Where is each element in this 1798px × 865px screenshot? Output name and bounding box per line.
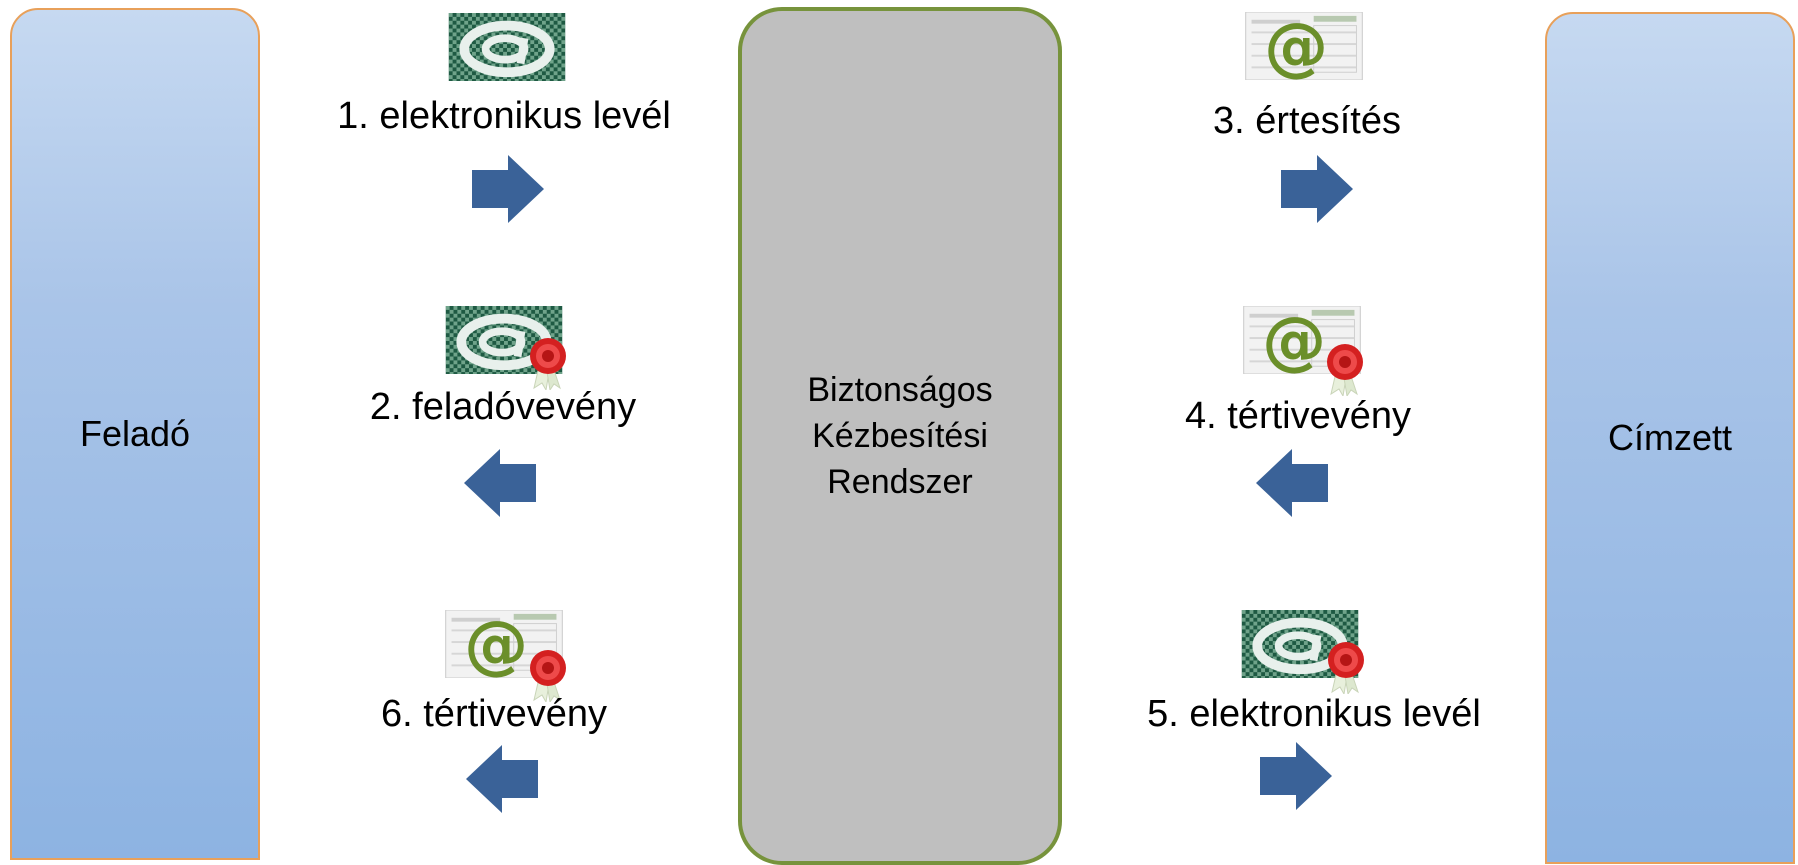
arrow-left-icon <box>464 449 536 517</box>
step-5-label: 5. elektronikus levél <box>1147 693 1481 735</box>
recipient-label: Címzett <box>1607 417 1732 458</box>
seal-ribbon-icon <box>1326 640 1366 694</box>
step-1-label: 1. elektronikus levél <box>337 95 671 137</box>
step-6-label: 6. tértivevény <box>381 693 607 735</box>
arrow-right-icon <box>1260 734 1332 818</box>
system-label: Biztonságos Kézbesítési Rendszer <box>807 371 993 501</box>
arrow-right-icon <box>1281 155 1353 223</box>
step-4-label: 4. tértivevény <box>1185 395 1411 437</box>
step-2-label: 2. feladóvevény <box>369 386 637 428</box>
sender-box: Feladó <box>10 8 260 860</box>
email-at-icon <box>446 13 568 81</box>
arrow-left-icon <box>466 737 538 821</box>
arrow-right-icon <box>472 155 544 223</box>
notification-form-icon <box>1243 12 1365 80</box>
seal-ribbon-icon <box>1325 342 1365 396</box>
sender-label: Feladó <box>79 413 191 454</box>
secure-delivery-system-box: Biztonságos Kézbesítési Rendszer <box>738 7 1062 865</box>
step-3-label: 3. értesítés <box>1213 100 1401 142</box>
seal-ribbon-icon <box>528 336 568 390</box>
arrow-left-icon <box>1256 449 1328 517</box>
recipient-box: Címzett <box>1545 12 1795 864</box>
